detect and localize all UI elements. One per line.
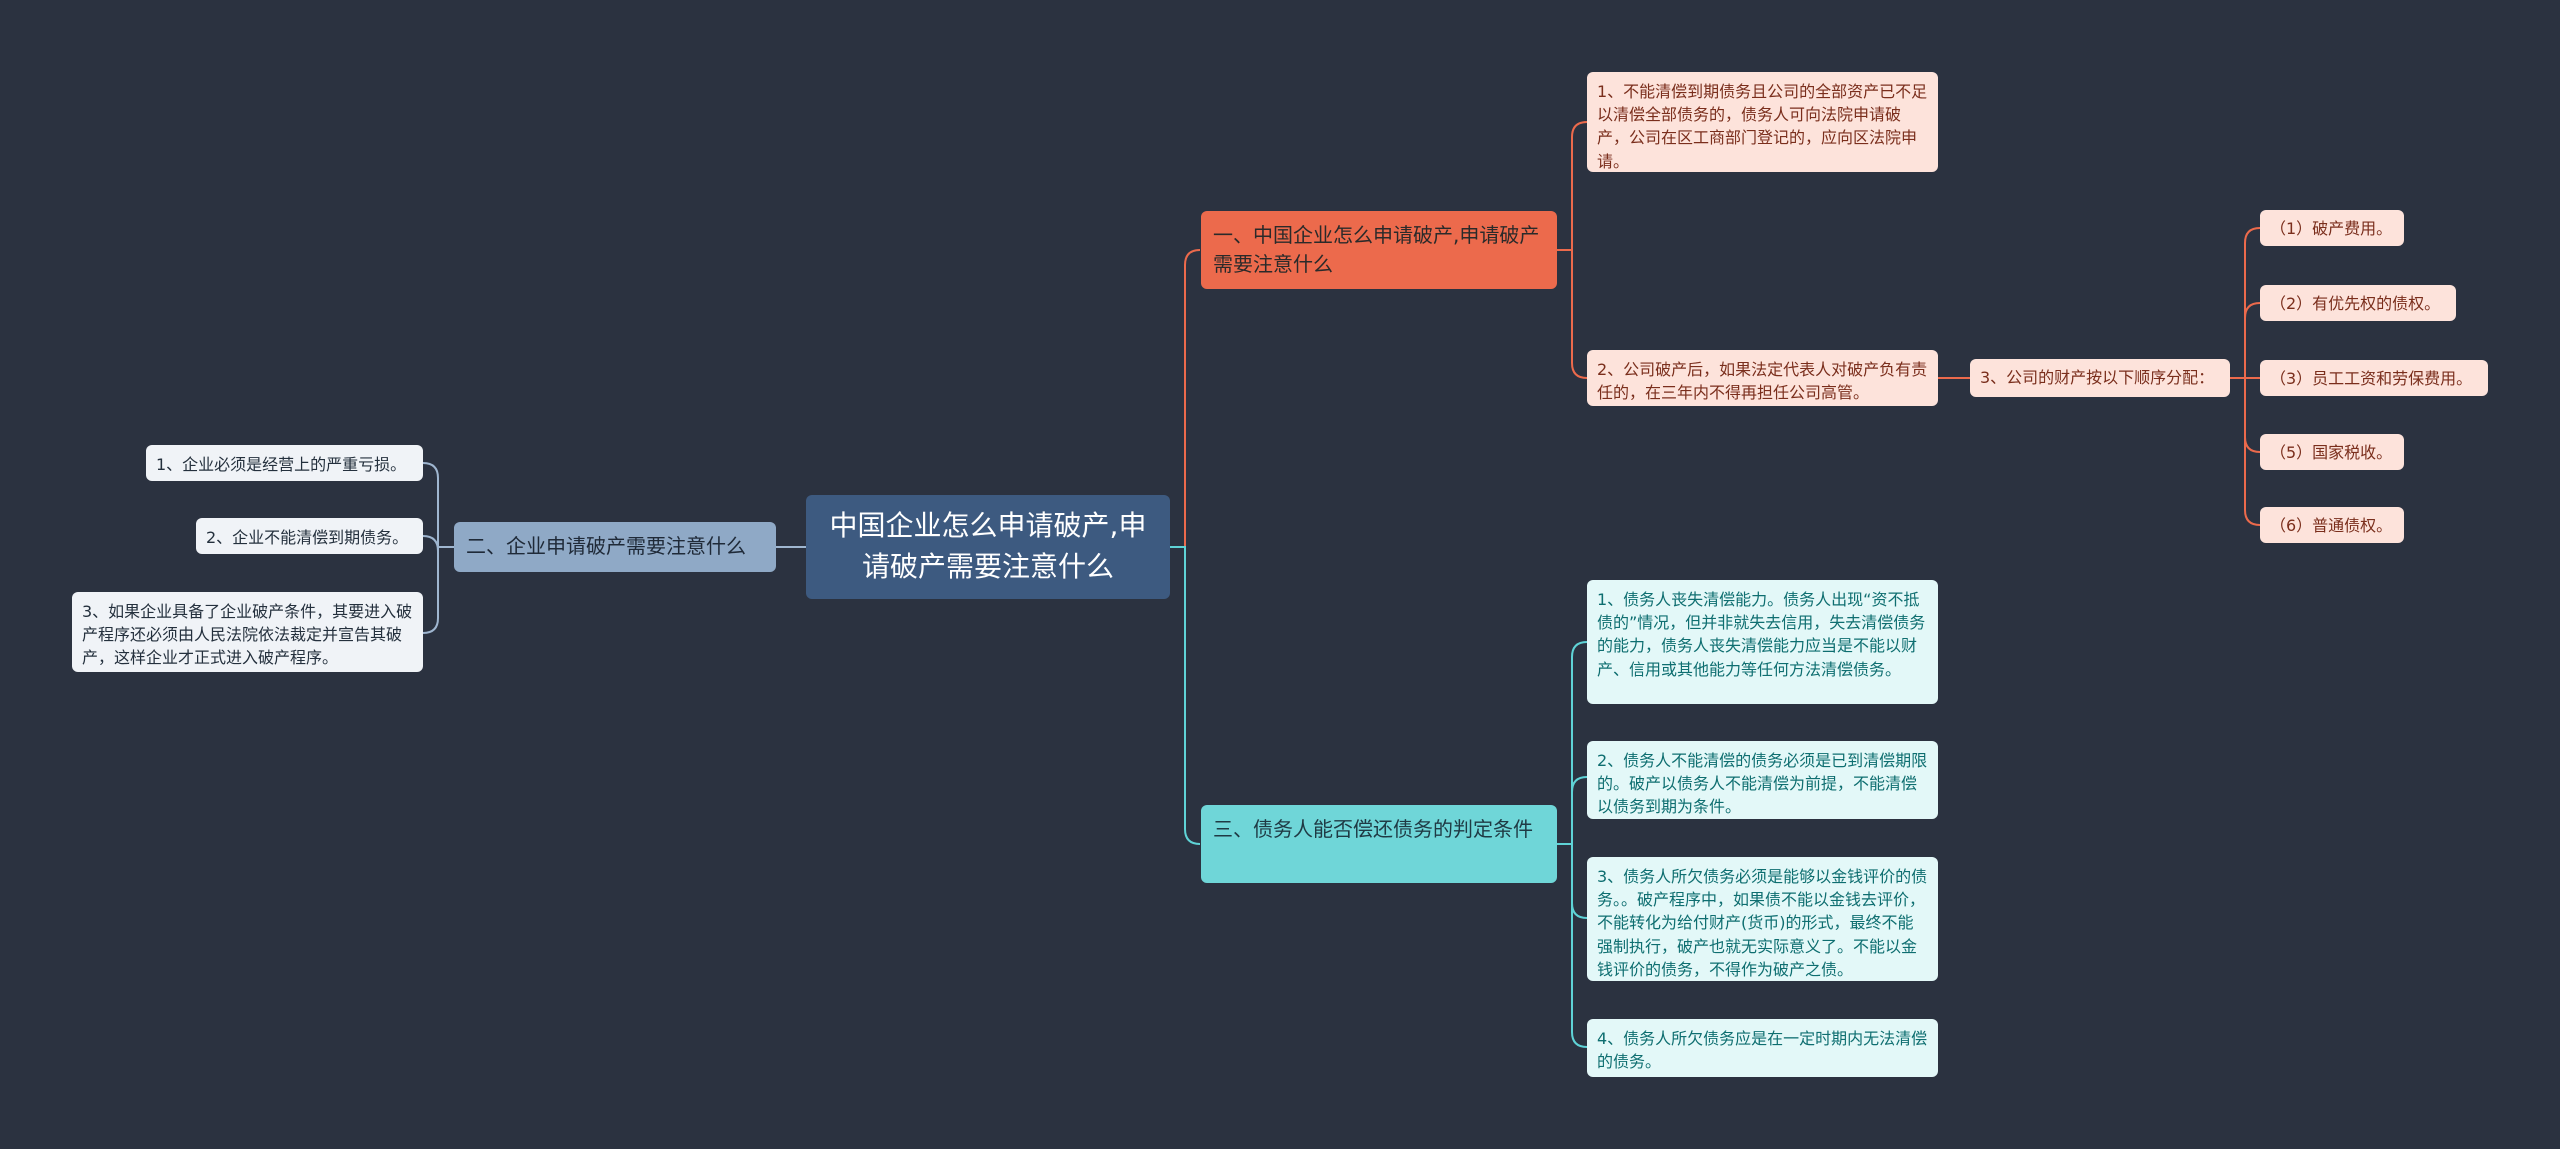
branch1-topic[interactable]: 一、中国企业怎么申请破产,申请破产需要注意什么 <box>1201 211 1557 289</box>
distribution-item-1-label: （1）破产费用。 <box>2270 219 2393 238</box>
branch3-item-4-label: 4、债务人所欠债务应是在一定时期内无法清偿的债务。 <box>1597 1029 1928 1072</box>
branch2-topic[interactable]: 二、企业申请破产需要注意什么 <box>454 522 776 572</box>
distribution-item-2-label: （2）有优先权的债权。 <box>2270 294 2441 313</box>
branch1-item-2[interactable]: 2、公司破产后，如果法定代表人对破产负有责任的，在三年内不得再担任公司高管。 <box>1587 350 1938 406</box>
distribution-item-3-label: （3）员工工资和劳保费用。 <box>2270 369 2473 388</box>
branch3-item-1-label: 1、债务人丧失清偿能力。债务人出现“资不抵债的”情况，但并非就失去信用，失去清偿… <box>1597 590 1926 679</box>
branch3-item-2[interactable]: 2、债务人不能清偿的债务必须是已到清偿期限的。破产以债务人不能清偿为前提，不能清… <box>1587 741 1938 819</box>
branch2-item-1-label: 1、企业必须是经营上的严重亏损。 <box>156 455 407 474</box>
distribution-item-4-label: （5）国家税收。 <box>2270 443 2393 462</box>
connector-root-branch3 <box>1170 546 1201 845</box>
branch3-item-3-label: 3、债务人所欠债务必须是能够以金钱评价的债务。。破产程序中，如果债不能以金钱去评… <box>1597 867 1928 979</box>
branch2-item-3[interactable]: 3、如果企业具备了企业破产条件，其要进入破产程序还必须由人民法院依法裁定并宣告其… <box>72 592 423 672</box>
branch3-topic-label: 三、债务人能否偿还债务的判定条件 <box>1213 817 1533 841</box>
root-topic[interactable]: 中国企业怎么申请破产,申请破产需要注意什么 <box>806 495 1170 599</box>
branch2-topic-label: 二、企业申请破产需要注意什么 <box>466 534 746 558</box>
distribution-item-5-label: （6）普通债权。 <box>2270 516 2393 535</box>
connector-branch3-items <box>1557 641 1588 1048</box>
branch1-topic-label: 一、中国企业怎么申请破产,申请破产需要注意什么 <box>1213 223 1540 276</box>
distribution-item-4[interactable]: （5）国家税收。 <box>2260 434 2404 470</box>
distribution-item-3[interactable]: （3）员工工资和劳保费用。 <box>2260 360 2488 396</box>
connector-distribution-subitems <box>2230 227 2261 526</box>
distribution-topic[interactable]: 3、公司的财产按以下顺序分配： <box>1970 359 2230 397</box>
branch3-topic[interactable]: 三、债务人能否偿还债务的判定条件 <box>1201 805 1557 883</box>
branch1-item-1[interactable]: 1、不能清偿到期债务且公司的全部资产已不足以清偿全部债务的，债务人可向法院申请破… <box>1587 72 1938 172</box>
branch1-item-1-label: 1、不能清偿到期债务且公司的全部资产已不足以清偿全部债务的，债务人可向法院申请破… <box>1597 82 1928 171</box>
connector-branch2-items <box>422 462 454 634</box>
branch2-item-1[interactable]: 1、企业必须是经营上的严重亏损。 <box>146 445 423 481</box>
branch2-item-3-label: 3、如果企业具备了企业破产条件，其要进入破产程序还必须由人民法院依法裁定并宣告其… <box>82 602 413 668</box>
branch2-item-2-label: 2、企业不能清偿到期债务。 <box>206 528 409 547</box>
connector-root-branch1 <box>1170 249 1201 548</box>
branch2-item-2[interactable]: 2、企业不能清偿到期债务。 <box>196 518 423 554</box>
branch3-item-1[interactable]: 1、债务人丧失清偿能力。债务人出现“资不抵债的”情况，但并非就失去信用，失去清偿… <box>1587 580 1938 704</box>
branch3-item-2-label: 2、债务人不能清偿的债务必须是已到清偿期限的。破产以债务人不能清偿为前提，不能清… <box>1597 751 1928 817</box>
branch3-item-3[interactable]: 3、债务人所欠债务必须是能够以金钱评价的债务。。破产程序中，如果债不能以金钱去评… <box>1587 857 1938 981</box>
distribution-item-2[interactable]: （2）有优先权的债权。 <box>2260 285 2456 321</box>
root-topic-label: 中国企业怎么申请破产,申请破产需要注意什么 <box>829 509 1147 583</box>
distribution-topic-label: 3、公司的财产按以下顺序分配： <box>1980 368 2215 387</box>
connector-branch1-items <box>1557 121 1588 379</box>
distribution-item-1[interactable]: （1）破产费用。 <box>2260 210 2404 246</box>
distribution-item-5[interactable]: （6）普通债权。 <box>2260 507 2404 543</box>
branch3-item-4[interactable]: 4、债务人所欠债务应是在一定时期内无法清偿的债务。 <box>1587 1019 1938 1077</box>
branch1-item-2-label: 2、公司破产后，如果法定代表人对破产负有责任的，在三年内不得再担任公司高管。 <box>1597 360 1928 403</box>
